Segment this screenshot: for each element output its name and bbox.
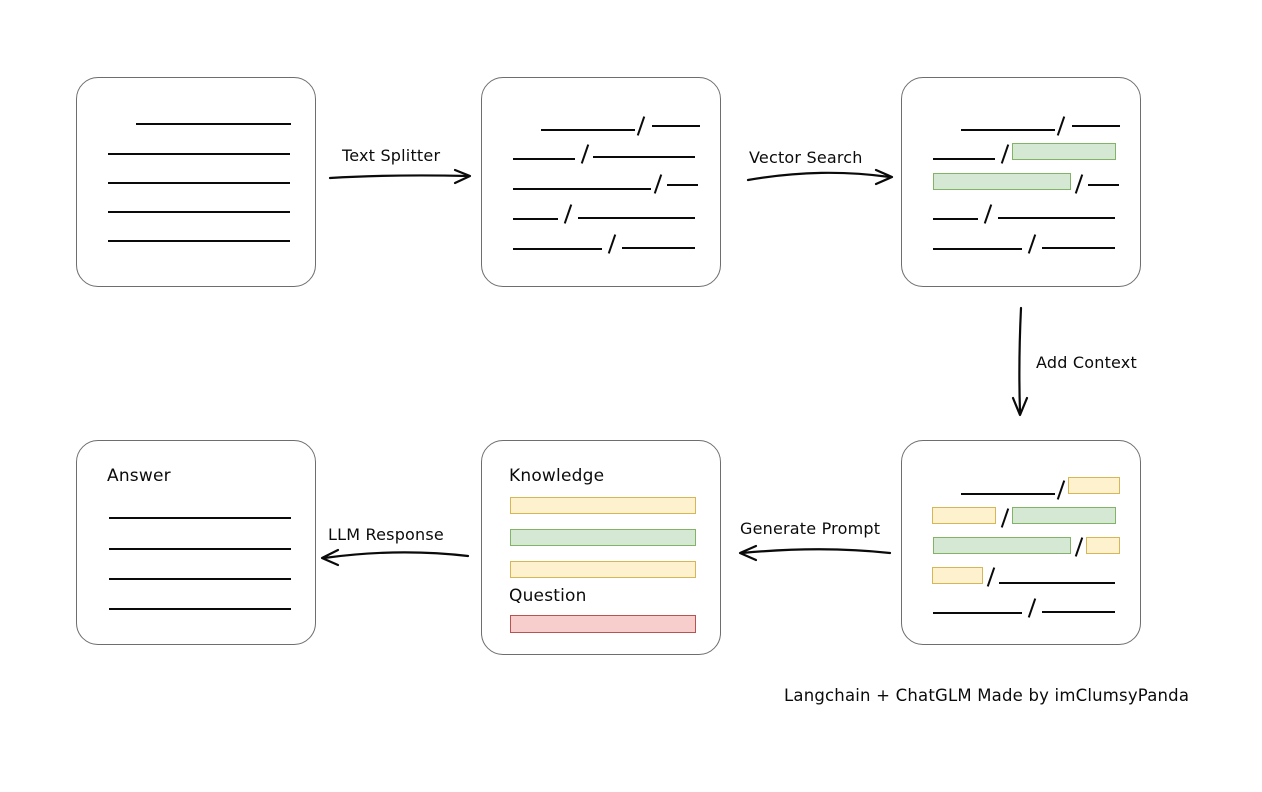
text-rule xyxy=(513,188,651,190)
slash-separator xyxy=(1000,508,1010,528)
text-rule xyxy=(933,158,995,160)
context-chunk-yellow[interactable] xyxy=(1068,477,1120,494)
slash-separator xyxy=(986,567,996,587)
context-chunk-yellow[interactable] xyxy=(932,507,996,524)
text-rule xyxy=(108,182,290,184)
knowledge-bar-yellow[interactable] xyxy=(510,497,696,514)
slash-separator xyxy=(1074,537,1084,557)
edge-label-add-context: Add Context xyxy=(1036,353,1137,372)
split-document-lines xyxy=(482,78,720,286)
arrow-add-context xyxy=(1011,306,1029,417)
text-rule xyxy=(593,156,695,158)
text-rule xyxy=(578,217,695,219)
text-rule xyxy=(108,211,290,213)
context-chunk-green[interactable] xyxy=(1012,507,1116,524)
text-rule xyxy=(933,218,978,220)
text-rule xyxy=(109,578,291,580)
arrow-llm-response xyxy=(320,548,470,567)
text-rule xyxy=(513,158,575,160)
context-document-lines xyxy=(902,441,1140,644)
context-chunk-yellow[interactable] xyxy=(1086,537,1120,554)
question-label: Question xyxy=(509,586,587,606)
knowledge-bar-green[interactable] xyxy=(510,529,696,546)
slash-separator xyxy=(563,204,573,224)
slash-separator xyxy=(1056,480,1066,500)
slash-separator xyxy=(636,116,646,136)
text-rule xyxy=(109,608,291,610)
text-rule xyxy=(136,123,291,125)
vector-matched-document-lines xyxy=(902,78,1140,286)
slash-separator xyxy=(580,144,590,164)
answer-label: Answer xyxy=(107,466,171,486)
text-rule xyxy=(513,248,602,250)
edge-label-text-splitter: Text Splitter xyxy=(342,146,441,165)
context-chunk-green[interactable] xyxy=(933,537,1071,554)
slash-separator xyxy=(1027,598,1037,618)
text-rule xyxy=(541,129,635,131)
arrow-vector-search xyxy=(746,168,894,186)
context-chunk-yellow[interactable] xyxy=(932,567,983,584)
matched-chunk-green[interactable] xyxy=(1012,143,1116,160)
text-rule xyxy=(999,582,1115,584)
text-rule xyxy=(667,184,698,186)
text-rule xyxy=(513,218,558,220)
slash-separator xyxy=(1027,234,1037,254)
text-rule xyxy=(933,248,1022,250)
text-rule xyxy=(1042,247,1115,249)
knowledge-label: Knowledge xyxy=(509,466,605,486)
text-rule xyxy=(108,153,290,155)
text-rule xyxy=(1042,611,1115,613)
text-rule xyxy=(998,217,1115,219)
slash-separator xyxy=(607,234,617,254)
knowledge-bar-yellow[interactable] xyxy=(510,561,696,578)
edge-label-vector-search: Vector Search xyxy=(749,148,863,167)
edge-label-llm-response: LLM Response xyxy=(328,525,444,544)
question-bar-red[interactable] xyxy=(510,615,696,633)
prompt-card[interactable]: Knowledge Question xyxy=(481,440,721,655)
arrow-generate-prompt xyxy=(738,544,892,562)
text-rule xyxy=(108,240,290,242)
edge-label-generate-prompt: Generate Prompt xyxy=(740,519,881,538)
text-rule xyxy=(961,129,1055,131)
text-rule xyxy=(622,247,695,249)
context-document-card[interactable] xyxy=(901,440,1141,645)
slash-separator xyxy=(1000,144,1010,164)
source-document-lines xyxy=(77,78,315,286)
source-document-card[interactable] xyxy=(76,77,316,287)
text-rule xyxy=(933,612,1022,614)
text-rule xyxy=(1072,125,1120,127)
answer-card[interactable]: Answer xyxy=(76,440,316,645)
vector-matched-document-card[interactable] xyxy=(901,77,1141,287)
footer-credit: Langchain + ChatGLM Made by imClumsyPand… xyxy=(784,686,1190,705)
slash-separator xyxy=(1056,116,1066,136)
slash-separator xyxy=(1074,174,1084,194)
text-rule xyxy=(652,125,700,127)
slash-separator xyxy=(653,174,663,194)
text-rule xyxy=(109,548,291,550)
matched-chunk-green[interactable] xyxy=(933,173,1071,190)
text-rule xyxy=(961,493,1055,495)
slash-separator xyxy=(983,204,993,224)
text-rule xyxy=(109,517,291,519)
text-rule xyxy=(1088,184,1119,186)
arrow-text-splitter xyxy=(328,168,472,185)
split-document-card[interactable] xyxy=(481,77,721,287)
